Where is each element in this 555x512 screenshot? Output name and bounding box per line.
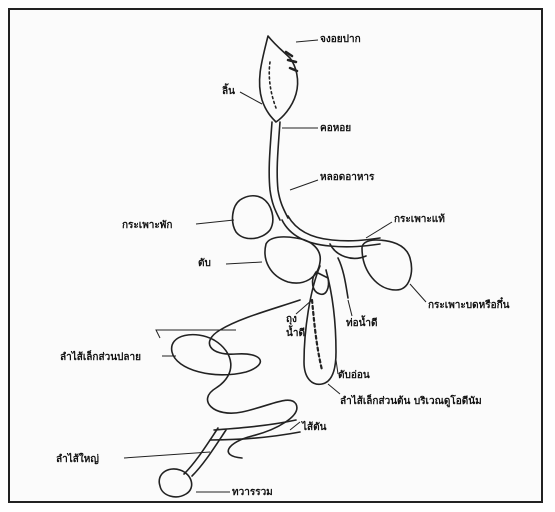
large-intestine-tube: [184, 428, 218, 474]
label-gallbladder-line1: ถุง: [286, 314, 297, 325]
label-throat: คอหอย: [320, 123, 351, 134]
label-proventriculus: กระเพาะแท้: [394, 213, 445, 225]
label-large-intestine: ลำไส้ใหญ่: [56, 452, 99, 465]
label-tongue: ลิ้น: [222, 83, 235, 97]
small-intestine-coil: [172, 300, 300, 458]
cloaca-shape: [159, 469, 191, 497]
label-ceca: ไส้ตัน: [301, 420, 327, 433]
tongue-shape: [269, 62, 276, 108]
label-beak: จงอยปาก: [320, 33, 361, 45]
bile-duct-shape: [338, 258, 348, 298]
duodenal-loop: [304, 266, 336, 384]
esophagus-tube-inner: [288, 216, 380, 241]
label-lower-small-intestine: ลำไส้เล็กส่วนปลาย: [60, 349, 141, 363]
beak-head-shape: [260, 36, 298, 122]
label-bile-duct: ท่อน้ำดี: [346, 315, 378, 329]
crop-shape: [233, 196, 273, 239]
label-duodenum: ลำไส้เล็กส่วนต้น บริเวณดูโอดีนัม: [340, 393, 482, 408]
label-liver: ตับ: [198, 257, 211, 269]
pancreas-shape: [312, 300, 322, 370]
label-cloaca: ทวารรวม: [232, 487, 273, 498]
label-gizzard: กระเพาะบดหรือกึ๋น: [428, 297, 510, 311]
label-pancreas: ตับอ่อน: [338, 369, 370, 381]
liver-shape: [265, 237, 320, 283]
ceca-shape: [210, 420, 300, 440]
label-crop: กระเพาะพัก: [122, 219, 172, 231]
label-gallbladder-line2: น้ำดี: [286, 325, 305, 339]
throat-tube-inner: [277, 122, 288, 218]
gizzard-shape: [362, 240, 411, 290]
label-esophagus: หลอดอาหาร: [320, 172, 375, 183]
